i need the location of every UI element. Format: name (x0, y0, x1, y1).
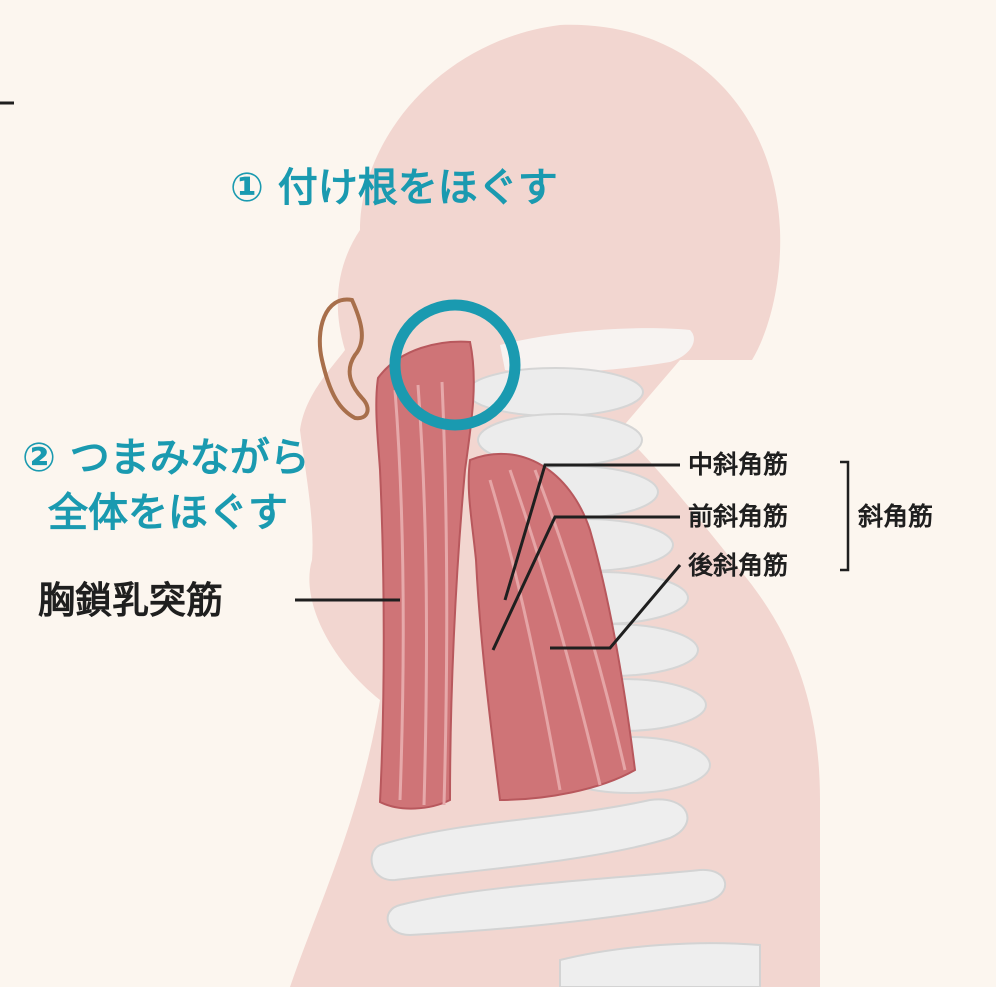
sternocleidomastoid-label: 胸鎖乳突筋 (38, 582, 223, 619)
step1-label: ① 付け根をほぐす (230, 168, 558, 208)
scalene-bracket (840, 462, 848, 570)
anterior-scalene-label: 前斜角筋 (688, 504, 788, 529)
middle-scalene-label: 中斜角筋 (688, 452, 788, 477)
posterior-scalene-label: 後斜角筋 (688, 553, 788, 578)
step2-label-line2: 全体をほぐす (48, 493, 288, 533)
step2-label-line1: ② つまみながら (22, 438, 310, 478)
scalene-group-label: 斜角筋 (858, 504, 933, 529)
